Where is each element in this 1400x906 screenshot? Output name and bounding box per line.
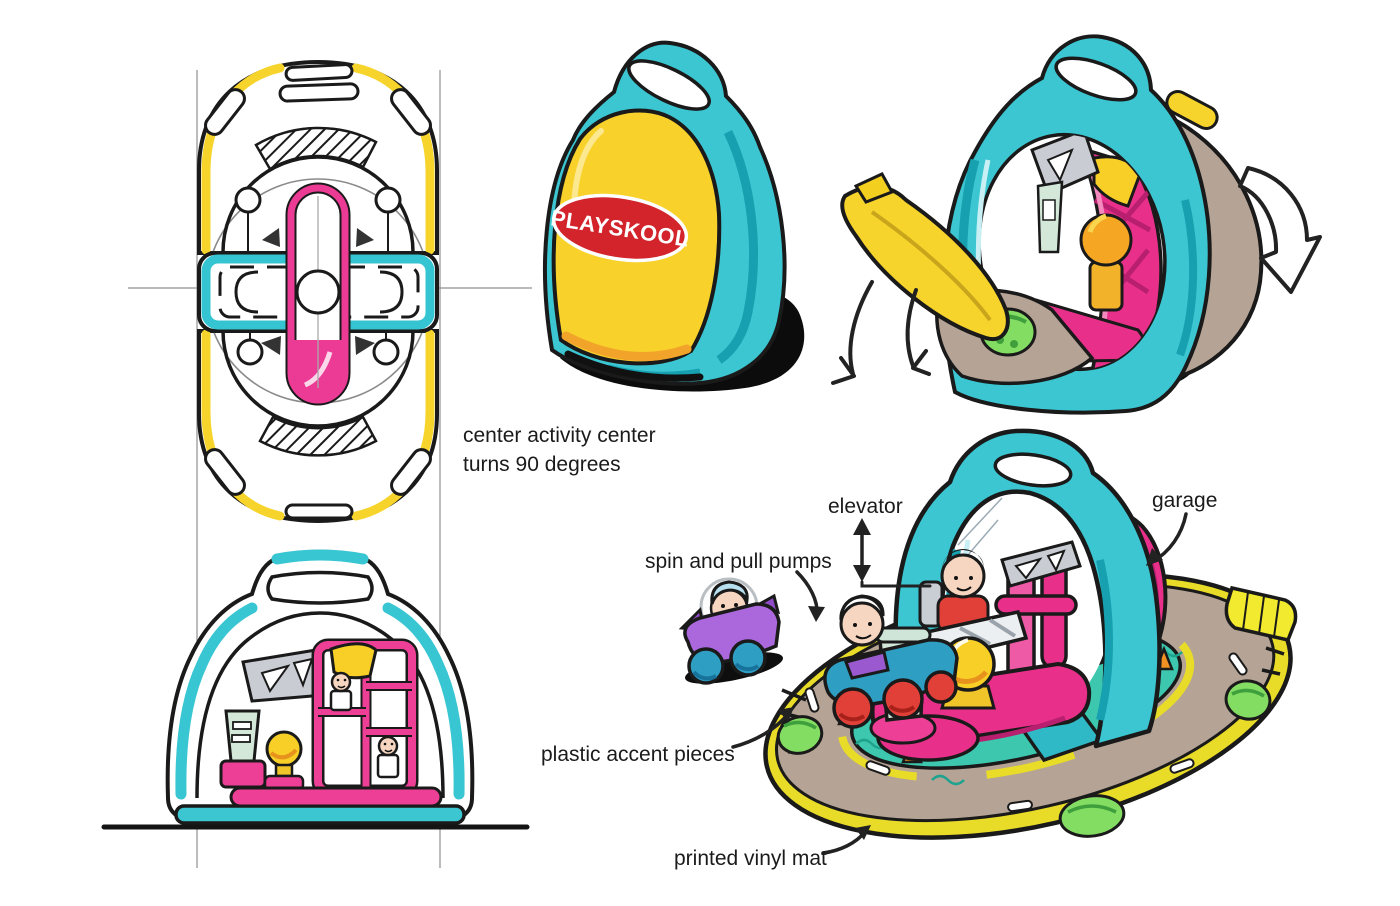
purple-car <box>678 577 783 685</box>
note-center-activity: center activity center turns 90 degrees <box>463 421 656 480</box>
pivot-circles <box>234 186 402 366</box>
handle-hole <box>627 59 711 111</box>
figure-white-cap <box>839 594 885 647</box>
handle-hole <box>266 570 374 605</box>
figure-small-2 <box>376 735 400 779</box>
pumps-arrow-icon <box>795 570 825 622</box>
label-mat: printed vinyl mat <box>674 847 827 870</box>
elevator-arrow-icon <box>853 518 932 588</box>
front-view <box>101 549 530 830</box>
opening-case-view <box>831 34 1322 415</box>
handle-hole <box>1054 56 1138 102</box>
label-elevator: elevator <box>828 495 903 518</box>
open-motion-arrow-icons <box>831 280 931 385</box>
opened-playset-view <box>678 428 1298 855</box>
mat-arrow-icon <box>821 825 871 855</box>
activity-pillar <box>285 182 351 406</box>
front-interior <box>174 638 466 825</box>
handle-hole <box>993 452 1073 488</box>
accents-arrow-icon <box>731 707 794 749</box>
unfold-arrow-icon <box>1238 166 1322 294</box>
ball-spinner <box>265 730 303 768</box>
figure-small-1 <box>329 671 353 712</box>
callout-arrows <box>731 512 1188 855</box>
closed-case-view: PLAYSKOOL <box>543 40 805 392</box>
opening-flap <box>840 184 1010 342</box>
note-center-activity-line2: turns 90 degrees <box>463 453 621 477</box>
plan-view <box>197 59 439 524</box>
green-accent-pieces <box>776 679 1272 838</box>
note-center-activity-line1: center activity center <box>463 424 656 447</box>
activity-center <box>823 540 1092 762</box>
opening-interior <box>996 128 1163 375</box>
garage-arrow-icon <box>1146 512 1188 566</box>
rotation-arrow-icons <box>261 228 375 355</box>
handle-slots <box>204 63 432 520</box>
playskool-logo: PLAYSKOOL <box>549 193 691 263</box>
label-garage: garage <box>1152 489 1218 512</box>
label-accents: plastic accent pieces <box>541 743 735 766</box>
label-pumps: spin and pull pumps <box>645 550 832 573</box>
blue-car <box>823 638 959 729</box>
